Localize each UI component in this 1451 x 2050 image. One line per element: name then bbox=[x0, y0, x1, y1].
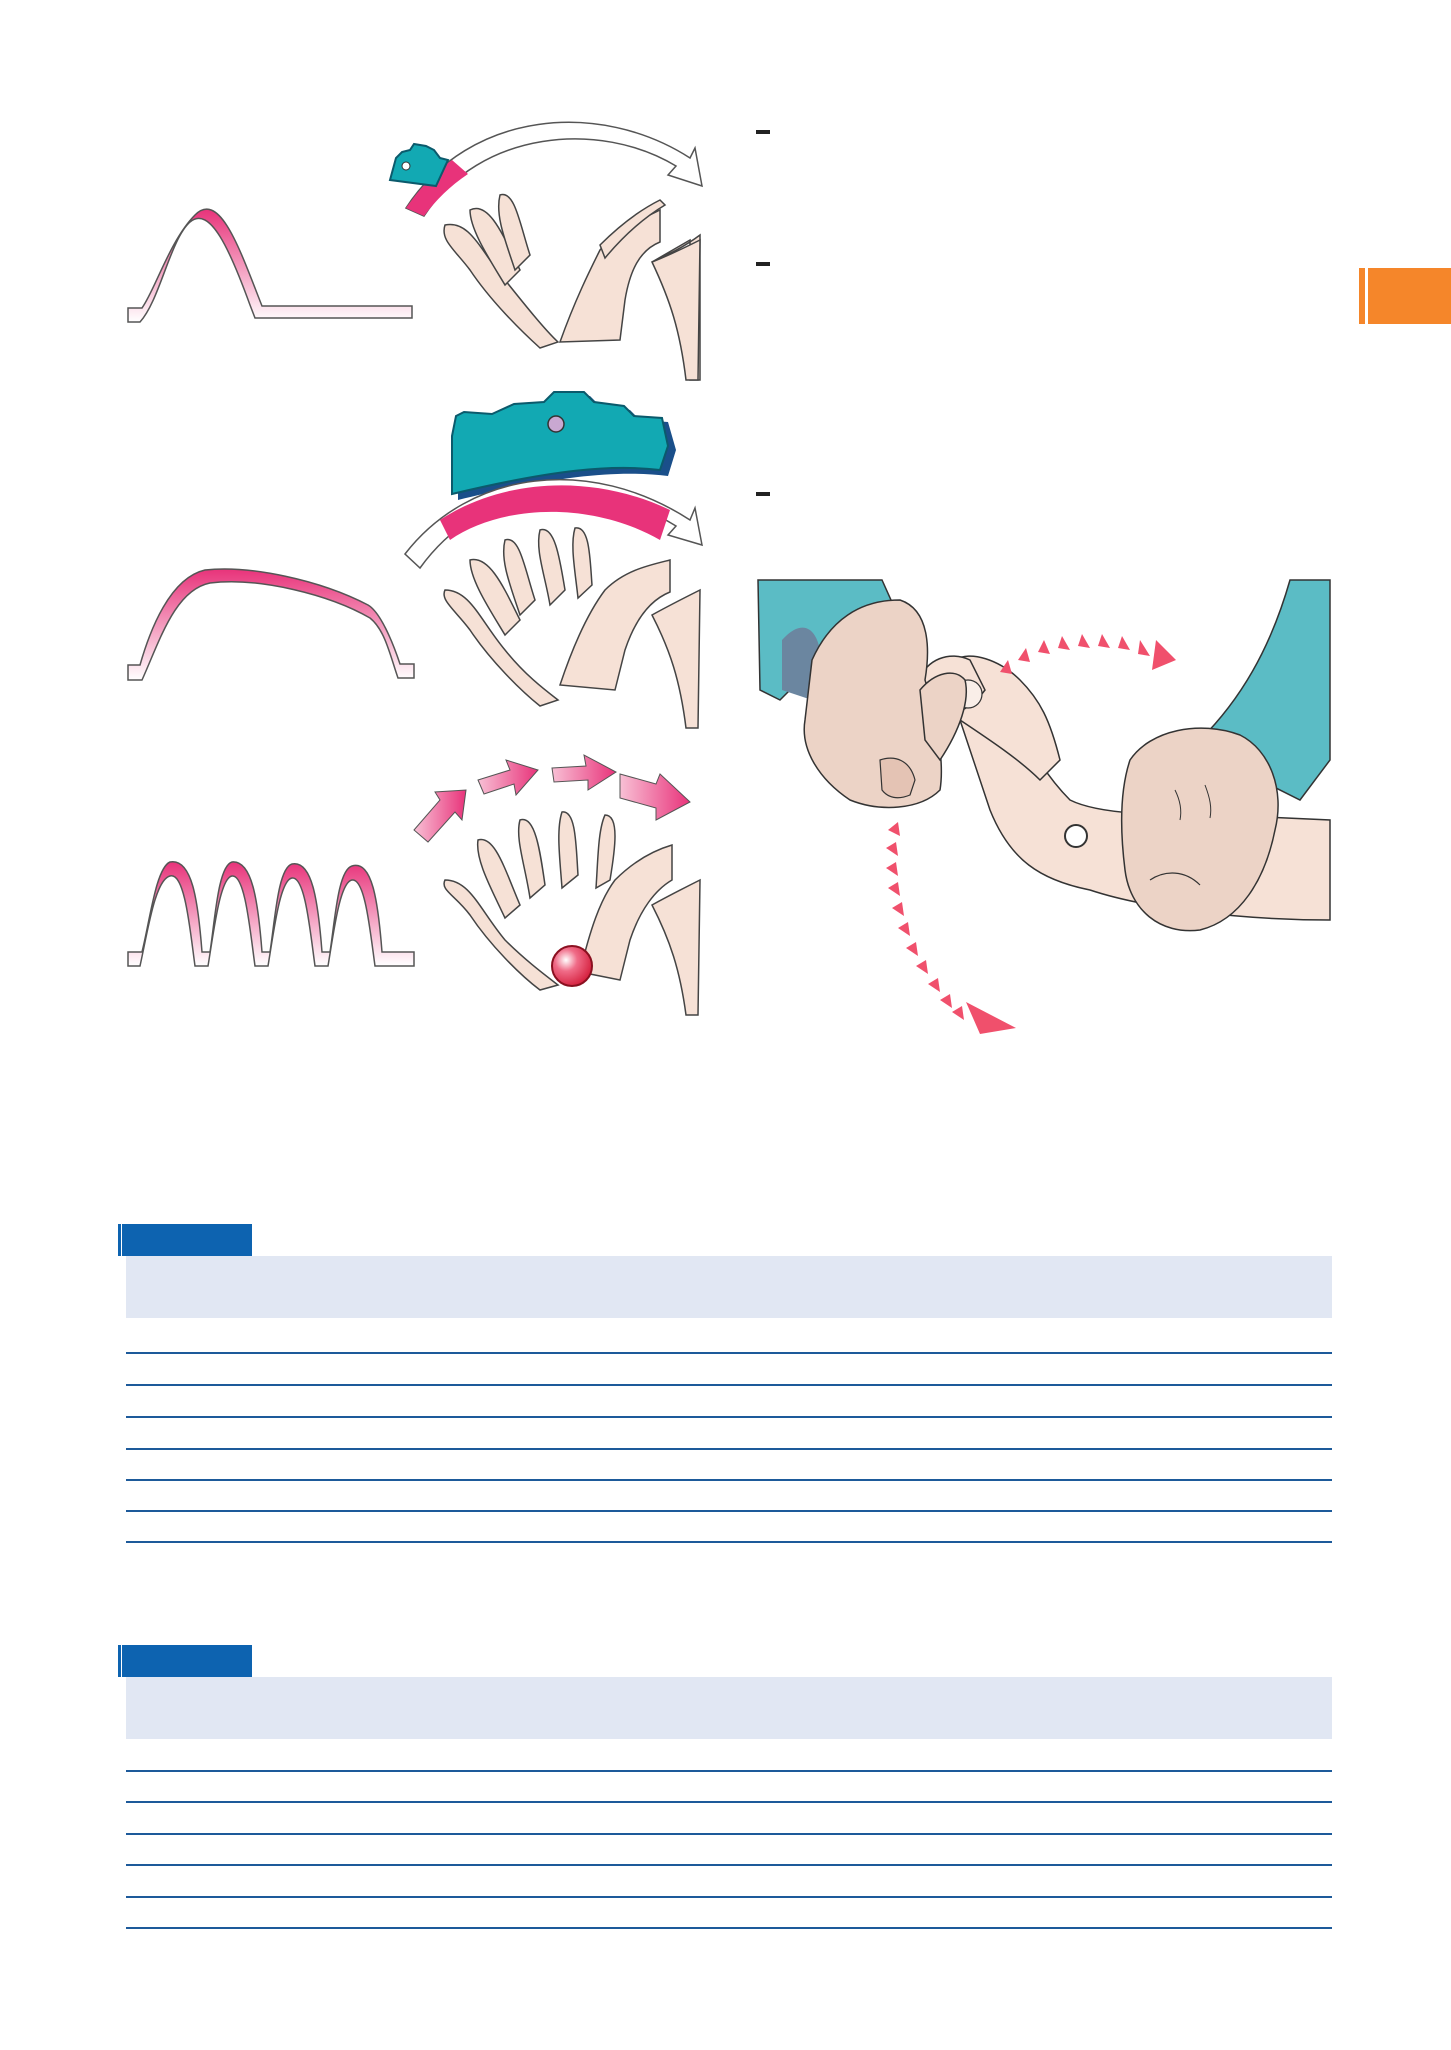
table-2-row bbox=[126, 1770, 1332, 1772]
bullet-dash-1 bbox=[756, 130, 770, 134]
motion-arrow-2 bbox=[403, 478, 703, 570]
waveform-repetitive bbox=[127, 861, 415, 967]
table-1-row bbox=[126, 1448, 1332, 1450]
hand-3 bbox=[443, 811, 701, 1016]
bullet-dash-2 bbox=[756, 262, 770, 266]
table-2-tag bbox=[118, 1645, 252, 1677]
table-1-row bbox=[126, 1352, 1332, 1354]
reflex-hammer-ball bbox=[551, 945, 593, 987]
table-2-row bbox=[126, 1896, 1332, 1898]
bullet-dash-3 bbox=[756, 492, 770, 496]
examination-illustration bbox=[757, 579, 1331, 1034]
section-tab bbox=[1359, 268, 1451, 324]
hand-2 bbox=[443, 527, 701, 729]
table-2-row bbox=[126, 1864, 1332, 1866]
table-1-header bbox=[126, 1256, 1332, 1318]
illustration bbox=[127, 121, 1331, 1034]
impulse-arrows bbox=[413, 754, 691, 843]
motion-arrow-1 bbox=[404, 121, 703, 217]
table-2-row bbox=[126, 1833, 1332, 1835]
waveform-single-peak bbox=[127, 208, 413, 323]
table-1-row bbox=[126, 1384, 1332, 1386]
table-1-row bbox=[126, 1510, 1332, 1512]
table-2-row bbox=[126, 1801, 1332, 1803]
table-1-row bbox=[126, 1416, 1332, 1418]
table-2-row bbox=[126, 1927, 1332, 1929]
table-1-row bbox=[126, 1479, 1332, 1481]
clamp-small bbox=[388, 142, 450, 188]
hand-1 bbox=[443, 193, 701, 381]
table-1-row bbox=[126, 1541, 1332, 1543]
table-1-tag bbox=[118, 1224, 252, 1256]
clamp-large bbox=[451, 391, 676, 500]
table-2-header bbox=[126, 1677, 1332, 1739]
waveform-plateau bbox=[127, 568, 415, 681]
